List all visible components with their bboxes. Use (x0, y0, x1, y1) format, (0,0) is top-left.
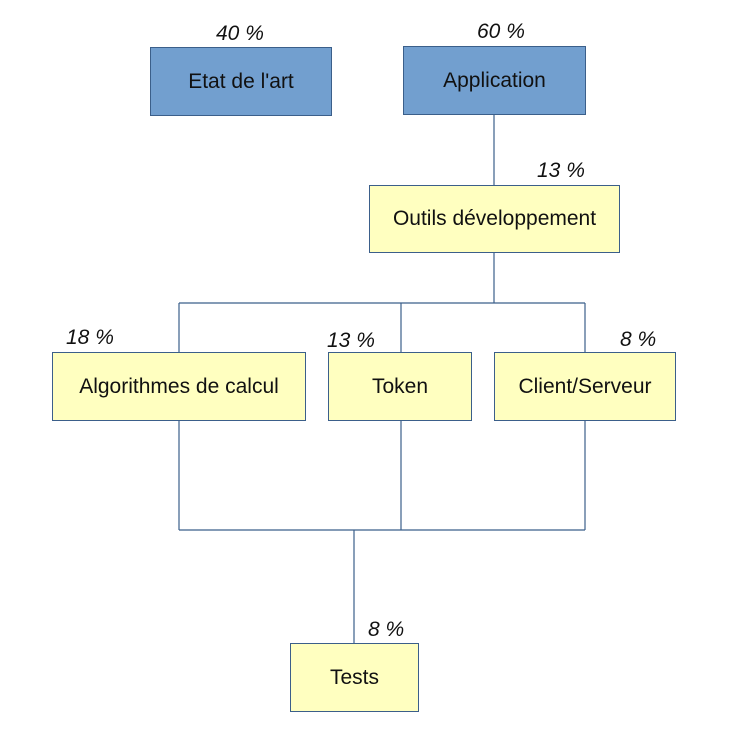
etat-art-percent: 40 % (216, 22, 264, 45)
client-serveur-label: Client/Serveur (518, 374, 652, 398)
token-percent: 13 % (327, 329, 375, 352)
token-node: Token (328, 352, 472, 421)
outils-percent: 13 % (537, 159, 585, 182)
application-percent: 60 % (477, 20, 525, 43)
algorithmes-percent: 18 % (66, 326, 114, 349)
application-label: Application (443, 68, 546, 92)
client-serveur-node: Client/Serveur (494, 352, 676, 421)
tests-percent: 8 % (368, 618, 405, 641)
client-serveur-percent: 8 % (620, 328, 657, 351)
algorithmes-label: Algorithmes de calcul (79, 374, 279, 398)
tests-label: Tests (329, 665, 379, 689)
etat-art-node: Etat de l'art (150, 47, 332, 116)
token-label: Token (371, 374, 429, 398)
application-node: Application (403, 46, 586, 115)
outils-label: Outils développement (392, 207, 597, 230)
etat-art-label: Etat de l'art (188, 69, 294, 93)
tests-node: Tests (290, 643, 419, 712)
outils-node: Outils développement (369, 185, 620, 253)
algorithmes-node: Algorithmes de calcul (52, 352, 306, 421)
